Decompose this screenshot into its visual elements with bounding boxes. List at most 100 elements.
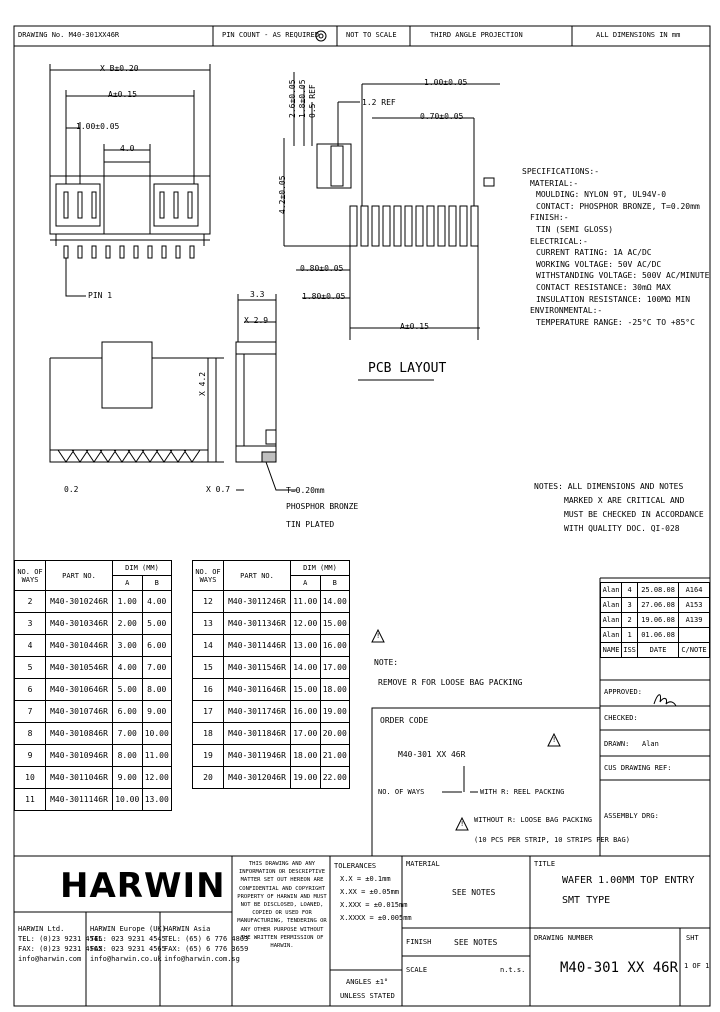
- pcb-dim-100: 1.00±0.05: [424, 78, 468, 87]
- b-cell: 5.00: [141, 612, 172, 635]
- ways-cell: 16: [192, 678, 224, 701]
- a-cell: 9.00: [112, 766, 143, 789]
- office-line: TEL: (0)23 9231 4545: [18, 935, 103, 943]
- ways-cell: 19: [192, 744, 224, 767]
- scale-value: n.t.s.: [500, 966, 526, 974]
- col-dim: DIM (MM): [112, 560, 172, 576]
- thickness-label: T=0.20mm: [286, 486, 325, 495]
- cus-ref-label: CUS DRAWING REF:: [604, 764, 672, 772]
- b-cell: 7.00: [141, 656, 172, 679]
- rev-date: 19.06.08: [637, 612, 679, 628]
- notes: NOTES: ALL DIMENSIONS AND NOTES MARKED X…: [534, 480, 704, 536]
- pcb-layout-title: PCB LAYOUT: [368, 361, 447, 376]
- a-cell: 18.00: [290, 744, 321, 767]
- b-cell: 8.00: [141, 678, 172, 701]
- a-cell: 2.00: [112, 612, 143, 635]
- pcb-dim-080: 0.80±0.05: [300, 264, 344, 273]
- office-line: TEL: 023 9231 4545: [90, 935, 166, 943]
- part-cell: M40-3011146R: [45, 788, 113, 811]
- material-title: MATERIAL: [406, 860, 440, 868]
- a-cell: 1.00: [112, 590, 143, 613]
- ways-cell: 9: [14, 744, 46, 767]
- part-cell: M40-3011046R: [45, 766, 113, 789]
- dim-b: X B±0.20: [100, 64, 139, 73]
- b-cell: 9.00: [141, 700, 172, 723]
- tolerance-title: TOLERANCES: [334, 862, 377, 870]
- rev-date: 01.06.08: [637, 627, 679, 643]
- angles-label: ANGLES ±1°: [346, 978, 389, 986]
- b-cell: 22.00: [319, 766, 350, 789]
- rev-head: ISS: [621, 642, 639, 658]
- ways-cell: 5: [14, 656, 46, 679]
- title-line-1: WAFER 1.00MM TOP ENTRY: [562, 875, 695, 886]
- scale-title: SCALE: [406, 966, 428, 974]
- part-cell: M40-3010846R: [45, 722, 113, 745]
- unless-label: UNLESS STATED: [340, 992, 395, 1000]
- rev-date: 27.06.08: [637, 597, 679, 613]
- units-header: ALL DIMENSIONS IN mm: [596, 31, 681, 39]
- signature: [650, 690, 680, 710]
- col-a: A: [112, 575, 143, 591]
- order-code-title: ORDER CODE: [380, 716, 429, 725]
- order-loose: WITHOUT R: LOOSE BAG PACKING: [474, 816, 593, 824]
- office-line: HARWIN Ltd.: [18, 925, 65, 933]
- drawing-number-label: DRAWING NUMBER: [534, 934, 594, 942]
- ways-cell: 15: [192, 656, 224, 679]
- b-cell: 10.00: [141, 722, 172, 745]
- spec-line: INSULATION RESISTANCE: 100MΩ MIN: [536, 294, 691, 304]
- finish-value: SEE NOTES: [454, 938, 498, 947]
- dim-a: A±0.15: [108, 90, 137, 99]
- a-cell: 7.00: [112, 722, 143, 745]
- tolerance-line: X.XXX = ±0.015mm: [340, 901, 408, 909]
- sheet-label: SHT: [686, 934, 699, 942]
- part-cell: M40-3011346R: [223, 612, 291, 635]
- ways-cell: 11: [14, 788, 46, 811]
- part-cell: M40-3010346R: [45, 612, 113, 635]
- approved-label: APPROVED:: [604, 688, 642, 696]
- b-cell: 14.00: [319, 590, 350, 613]
- spec-line: CURRENT RATING: 1A AC/DC: [536, 248, 652, 258]
- top-view: [49, 64, 211, 297]
- col-ways: NO. OF WAYS: [14, 560, 46, 591]
- office-asia: HARWIN Asia TEL: (65) 6 776 4803 FAX: (6…: [164, 924, 248, 964]
- rev-head: C/NOTE: [678, 642, 710, 658]
- scale-header: NOT TO SCALE: [346, 31, 397, 39]
- ways-cell: 18: [192, 722, 224, 745]
- dim-four: 4.0: [120, 144, 135, 153]
- part-cell: M40-3011446R: [223, 634, 291, 657]
- a-cell: 4.00: [112, 656, 143, 679]
- rev-note: [678, 627, 710, 643]
- part-cell: M40-3011246R: [223, 590, 291, 613]
- a-cell: 10.00: [112, 788, 143, 811]
- b-cell: 18.00: [319, 678, 350, 701]
- b-cell: 12.00: [141, 766, 172, 789]
- spec-line: MOULDING: NYLON 9T, UL94V-0: [536, 190, 667, 200]
- rev-issue: 1: [621, 627, 639, 643]
- drawing-number-value: M40-301 XX 46R: [560, 960, 679, 976]
- part-cell: M40-3012046R: [223, 766, 291, 789]
- b-cell: 13.00: [141, 788, 172, 811]
- pcb-dim-180: 1.80±0.05: [302, 292, 346, 301]
- ways-cell: 20: [192, 766, 224, 789]
- side-view: [235, 294, 296, 491]
- pin1-label: PIN 1: [88, 291, 113, 300]
- part-cell: M40-3011546R: [223, 656, 291, 679]
- ways-cell: 8: [14, 722, 46, 745]
- spec-line: TIN (SEMI GLOSS): [536, 224, 614, 234]
- note-line: WITH QUALITY DOC. QI-028: [564, 524, 680, 533]
- b-cell: 11.00: [141, 744, 172, 767]
- spec-line: MATERIAL:-: [530, 178, 579, 188]
- pcb-dim-a: A±0.15: [400, 322, 429, 331]
